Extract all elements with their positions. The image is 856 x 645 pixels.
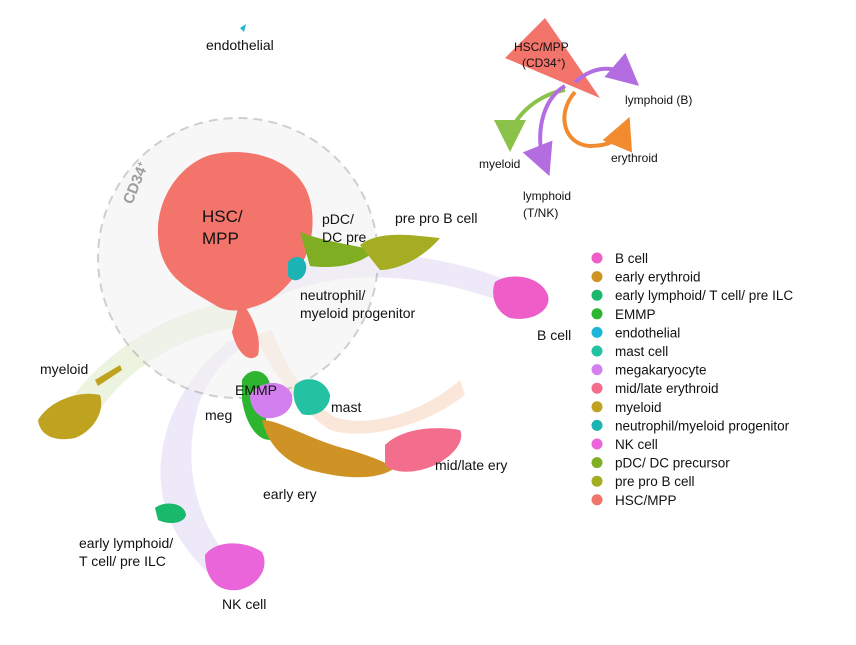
schematic-erythroid: erythroid <box>611 151 658 165</box>
cluster-early-lymphoid <box>155 503 186 523</box>
legend-swatch-mid-late-erythroid <box>591 382 603 394</box>
schematic-root-line1: HSC/MPP <box>514 40 569 54</box>
label-mid-late-ery: mid/late ery <box>435 457 507 473</box>
legend-swatch-hsc-mpp <box>591 494 603 506</box>
arrow-lymphoid-b <box>573 52 640 86</box>
cluster-mast <box>293 379 330 416</box>
legend-swatch-early-lymphoid <box>591 289 603 301</box>
legend-swatch-b-cell <box>591 252 603 264</box>
schematic-root-close: ) <box>561 56 565 70</box>
legend-label-megakaryocyte: megakaryocyte <box>615 363 707 378</box>
legend-label-hsc-mpp: HSC/MPP <box>615 493 677 508</box>
legend-label-mast-cell: mast cell <box>615 344 668 359</box>
legend-label-pre-pro-b-cell: pre pro B cell <box>615 474 695 489</box>
schematic-root-triangle <box>505 18 600 98</box>
cluster-nk-cell <box>205 543 265 591</box>
legend-label-b-cell: B cell <box>615 251 648 266</box>
schematic-myeloid: myeloid <box>479 157 520 171</box>
label-mast: mast <box>331 399 361 415</box>
cluster-endothelial <box>240 24 246 32</box>
legend-swatch-mast-cell <box>591 345 603 357</box>
label-hsc-line2: MPP <box>202 229 239 248</box>
legend-label-nk-cell: NK cell <box>615 437 658 452</box>
schematic-lymphoid-tnk-line1: lymphoid <box>523 189 571 203</box>
label-pdc-line1: pDC/ <box>322 211 354 227</box>
cluster-hsc-mpp <box>157 152 313 311</box>
legend-label-mid-late-erythroid: mid/late erythroid <box>615 381 719 396</box>
label-cd34-sup: + <box>134 160 145 169</box>
cluster-megakaryocyte <box>250 382 293 419</box>
cluster-pre-pro-b <box>360 234 440 270</box>
label-neutrophil-line2: myeloid progenitor <box>300 305 416 321</box>
legend-label-endothelial: endothelial <box>615 325 680 340</box>
label-endothelial: endothelial <box>206 37 274 53</box>
band-lymphoid-nk <box>160 330 262 580</box>
schematic-lymphoid-b: lymphoid (B) <box>625 93 692 107</box>
legend-swatch-pre-pro-b-cell <box>591 475 603 487</box>
legend-label-early-lymphoid: early lymphoid/ T cell/ pre ILC <box>615 288 793 303</box>
cell-clusters <box>38 24 549 591</box>
label-b-cell: B cell <box>537 327 571 343</box>
label-myeloid: myeloid <box>40 361 88 377</box>
cluster-labels: endothelial HSC/ MPP CD34+ pDC/ DC pre p… <box>40 37 571 612</box>
label-neutrophil-line1: neutrophil/ <box>300 287 365 303</box>
cluster-myeloid-strand <box>95 365 122 386</box>
label-nk-cell: NK cell <box>222 596 266 612</box>
cluster-mid-late-erythroid <box>385 428 462 472</box>
label-pre-pro-b: pre pro B cell <box>395 210 477 226</box>
label-meg: meg <box>205 407 232 423</box>
legend-swatch-pdc-dc-precursor <box>591 457 603 469</box>
label-hsc-line1: HSC/ <box>202 207 243 226</box>
legend-label-early-erythroid: early erythroid <box>615 270 701 285</box>
label-emmp: EMMP <box>235 382 277 398</box>
cluster-early-erythroid <box>262 420 395 478</box>
cluster-pdc <box>300 232 375 268</box>
legend-swatch-early-erythroid <box>591 271 603 283</box>
label-early-lymphoid-line1: early lymphoid/ <box>79 535 173 551</box>
schematic-root-cd34: (CD34 <box>522 56 557 70</box>
legend-label-myeloid: myeloid <box>615 400 662 415</box>
legend-label-emmp: EMMP <box>615 307 656 322</box>
legend-swatch-neutrophil-myeloid-progenitor <box>591 419 603 431</box>
schematic-root-sup: + <box>557 56 562 65</box>
label-early-ery: early ery <box>263 486 317 502</box>
legend-label-pdc-dc-precursor: pDC/ DC precursor <box>615 456 730 471</box>
cluster-neutrophil-progenitor <box>288 256 307 281</box>
schematic-root-line2: (CD34+) <box>522 56 565 71</box>
label-pdc-line2: DC pre <box>322 229 367 245</box>
legend-swatch-endothelial <box>591 326 603 338</box>
legend-swatch-megakaryocyte <box>591 364 603 376</box>
lineage-schematic: HSC/MPP (CD34+) lymphoid (B) erythroid m… <box>479 18 692 220</box>
cluster-b-cell <box>493 276 549 319</box>
legend-swatch-myeloid <box>591 401 603 413</box>
legend-swatch-emmp <box>591 308 603 320</box>
cluster-hsc-mpp-tail <box>232 300 259 359</box>
arrow-erythroid <box>562 90 633 153</box>
legend: B cell early erythroid early lymphoid/ T c… <box>591 251 793 508</box>
schematic-lymphoid-tnk-line2: (T/NK) <box>523 206 558 220</box>
arrow-lymphoid-tnk <box>522 84 567 177</box>
arrow-myeloid <box>494 88 566 152</box>
legend-label-neutrophil-myeloid-progenitor: neutrophil/myeloid progenitor <box>615 418 790 433</box>
cluster-myeloid <box>38 393 102 440</box>
legend-swatch-nk-cell <box>591 438 603 450</box>
label-early-lymphoid-line2: T cell/ pre ILC <box>79 553 166 569</box>
